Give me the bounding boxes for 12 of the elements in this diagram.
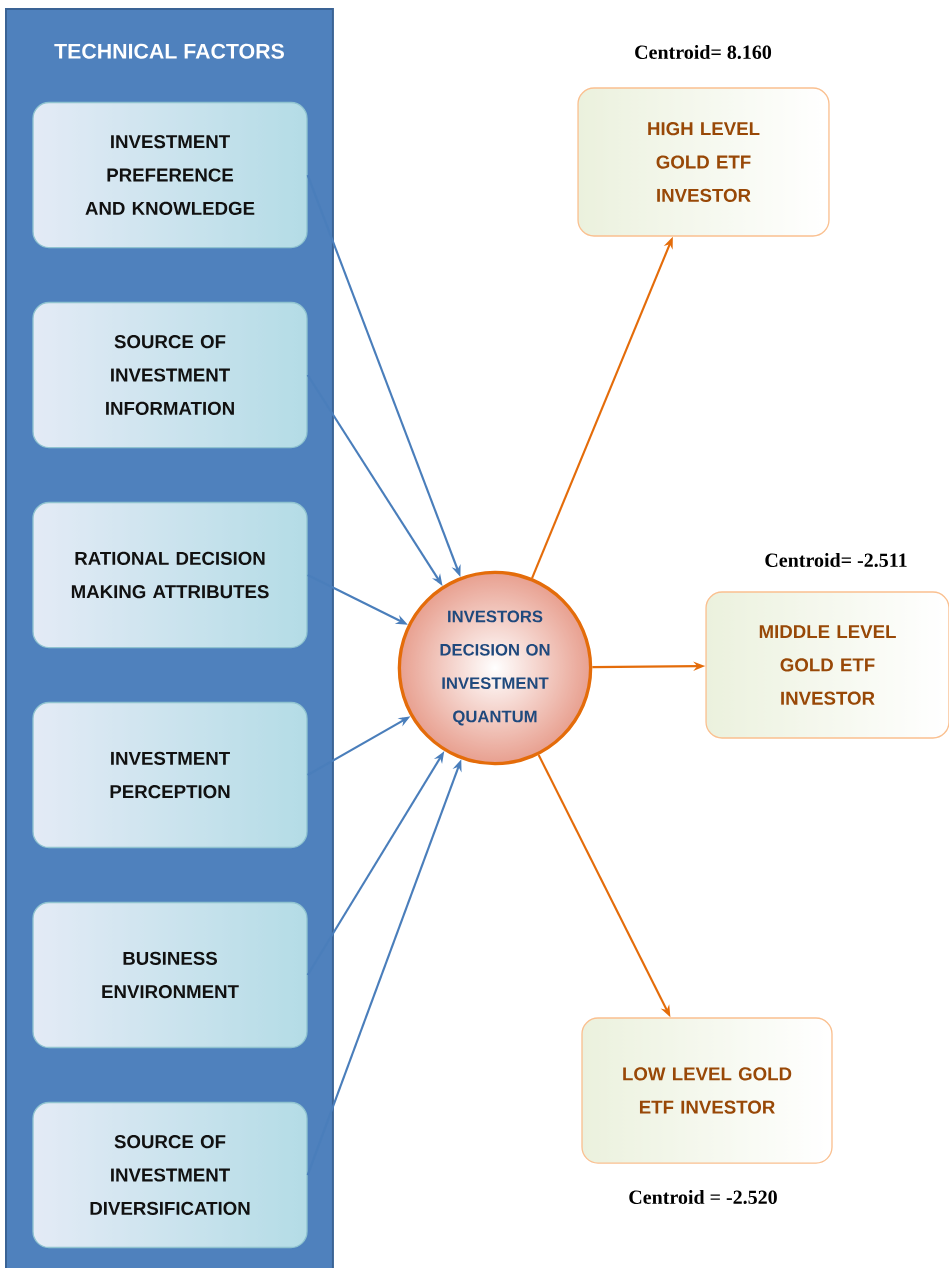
- centroid-label: Centroid= -2.511: [765, 552, 907, 568]
- investor-box: MIDDLE LEVEL GOLD ETF INVESTOR: [705, 591, 949, 739]
- factor-box: INVESTMENT PREFERENCE AND KNOWLEDGE: [32, 101, 308, 249]
- investor-box: HIGH LEVEL GOLD ETF INVESTOR: [577, 87, 830, 237]
- factor-box: SOURCE OF INVESTMENT INFORMATION: [32, 301, 308, 449]
- factor-box: SOURCE OF INVESTMENT DIVERSIFICATION: [32, 1101, 308, 1249]
- centroid-label: Centroid= 8.160: [635, 44, 772, 60]
- factor-box: RATIONAL DECISION MAKING ATTRIBUTES: [32, 501, 308, 649]
- centroid-label: Centroid = -2.520: [629, 1189, 777, 1205]
- factor-box: INVESTMENT PERCEPTION: [32, 701, 308, 849]
- factor-box: BUSINESS ENVIRONMENT: [32, 901, 308, 1049]
- investor-box: LOW LEVEL GOLD ETF INVESTOR: [581, 1017, 833, 1164]
